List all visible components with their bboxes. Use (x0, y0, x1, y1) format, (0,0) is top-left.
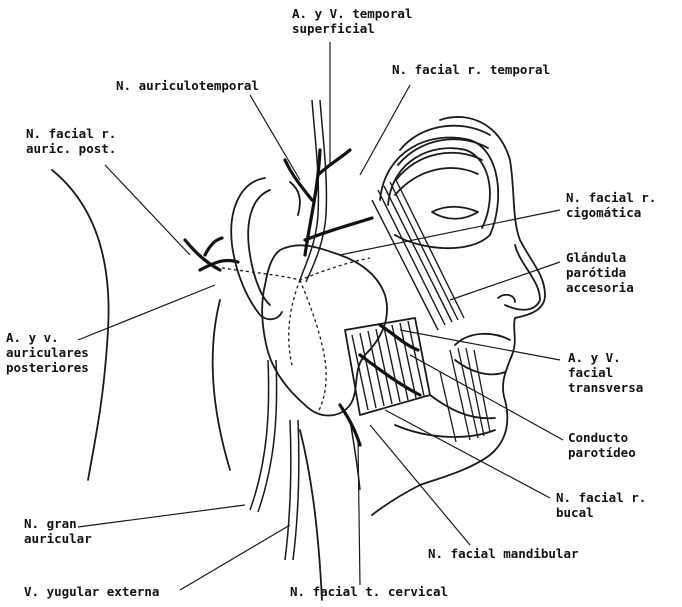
label-facial-cervical: N. facial t. cervical (290, 584, 448, 599)
label-facial-cigomatica: N. facial r. cigomática (566, 190, 656, 220)
neck-front-outline (300, 430, 322, 600)
nose (505, 245, 540, 310)
label-facial-bucal: N. facial r. bucal (556, 490, 646, 520)
head-back-outline (52, 170, 109, 480)
label-facial-transversa: A. y V. facial transversa (568, 350, 643, 395)
ear (231, 178, 282, 319)
label-facial-temporal: N. facial r. temporal (392, 62, 550, 77)
label-glandula-parotida: Glándula parótida accesoria (566, 250, 634, 295)
label-auriculotemporal: N. auriculotemporal (116, 78, 259, 93)
masseter-hatching (352, 321, 424, 410)
label-facial-mandibular: N. facial mandibular (428, 546, 579, 561)
label-conducto-parotideo: Conducto parotídeo (568, 430, 636, 460)
dashed-routes (222, 258, 370, 412)
neck-rear-outline (213, 300, 230, 470)
eye (432, 207, 478, 219)
label-yugular-externa: V. yugular externa (24, 584, 159, 599)
label-gran-auricular: N. gran auricular (24, 516, 92, 546)
leader-lines (78, 42, 563, 590)
label-auriculares-posteriores: A. y v. auriculares posteriores (6, 330, 89, 375)
label-arteria-temporal: A. y V. temporal superficial (292, 6, 412, 36)
vessels (250, 100, 360, 560)
zygomatic-muscle (372, 180, 464, 330)
lips (455, 334, 510, 345)
label-facial-auric-post: N. facial r. auric. post. (26, 126, 116, 156)
